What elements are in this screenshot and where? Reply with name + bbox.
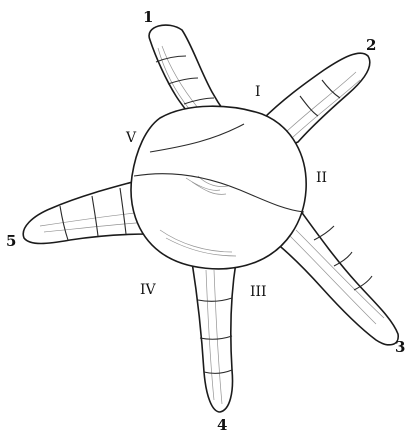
central-disc bbox=[131, 106, 306, 269]
arm-number-5: 5 bbox=[6, 232, 16, 250]
arm-4 bbox=[192, 262, 236, 412]
arm-number-2: 2 bbox=[366, 36, 376, 54]
plate-numeral-iii: III bbox=[250, 284, 267, 300]
plate-numeral-iv: IV bbox=[140, 282, 157, 298]
arm-number-1: 1 bbox=[143, 8, 153, 26]
arm-number-4: 4 bbox=[217, 416, 227, 434]
arm-number-3: 3 bbox=[395, 338, 405, 356]
plate-numeral-ii: II bbox=[316, 170, 327, 186]
plate-numeral-v: V bbox=[125, 130, 137, 146]
plate-numeral-i: I bbox=[255, 84, 261, 100]
